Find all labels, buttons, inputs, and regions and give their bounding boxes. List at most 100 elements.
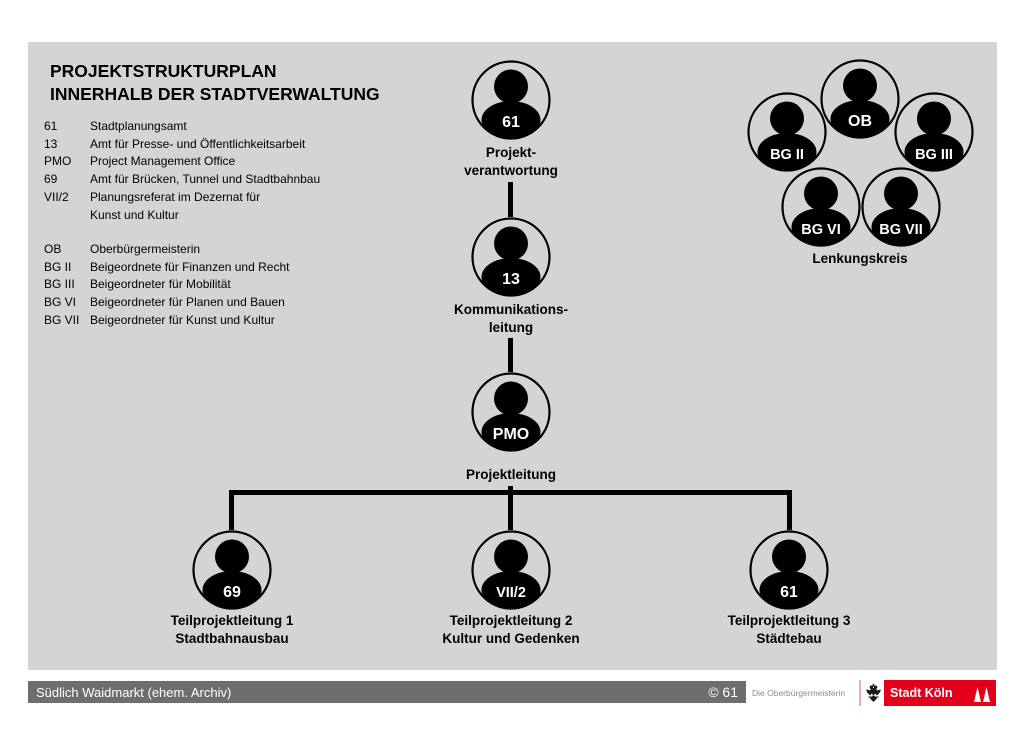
page-title-line1: PROJEKTSTRUKTURPLAN [50,61,277,81]
legend-desc: Project Management Office [90,154,236,169]
org-node-teilprojekt-2: VII/2 [471,530,551,610]
footer-project-label: Südlich Waidmarkt (ehem. Archiv) [36,684,232,700]
legend-abbr: 13 [44,136,58,151]
org-node-badge: 61 [502,114,520,131]
label-line1: Teilprojektleitung 3 [727,613,851,628]
org-node-teilprojekt-1: 69 [192,530,272,610]
person-icon [471,217,551,297]
legend-desc: Oberbürgermeisterin [90,241,201,256]
org-node-badge: BG II [770,147,804,163]
connector-verantwortung-kommunikation [508,182,513,217]
legend-desc: Planungsreferat im Dezernat für [90,190,261,205]
org-node-teilprojekt-3: 61 [749,530,829,610]
legend-abbr: VII/2 [44,190,69,205]
org-node-bg2: BG II [747,92,827,172]
org-node-bg3: BG III [894,92,974,172]
person-icon [781,167,861,247]
org-node-label-projektverantwortung: Projekt- verantwortung [411,144,611,180]
page-title-line2: INNERHALB DER STADTVERWALTUNG [50,83,380,104]
legend-abbr: OB [44,241,62,256]
label-line2: Kultur und Gedenken [442,631,580,646]
label-line2: leitung [488,320,534,335]
org-node-label-kommunikationsleitung: Kommunikations- leitung [411,301,611,337]
legend-desc: Beigeordneter für Mobilität [90,277,231,292]
org-node-badge: VII/2 [496,585,526,601]
legend-row: 13 Amt für Presse- und Öffentlichkeitsarb… [44,135,320,153]
legend-desc: Kunst und Kultur [90,207,179,222]
footer-bar: Südlich Waidmarkt (ehem. Archiv) © 61 [28,681,746,703]
cathedral-spires-icon [974,687,990,702]
legend-row: BG II Beigeordnete für Finanzen und Recht [44,258,289,276]
legend-abbr: 69 [44,172,58,187]
org-node-kommunikationsleitung: 13 [471,217,551,297]
label-line1: Projektleitung [465,467,556,482]
org-node-label-teilprojekt-3: Teilprojektleitung 3 Städtebau [669,612,909,648]
legend-desc: Amt für Presse- und Öffentlichkeitsarbei… [90,136,306,151]
org-node-ob: OB [820,59,900,139]
diagram-canvas: PROJEKTSTRUKTURPLAN INNERHALB DER STADTV… [28,42,997,670]
steering-committee-label: Lenkungskreis [760,250,960,268]
connector-drop-left [229,490,234,530]
person-icon [820,59,900,139]
label-line1: Teilprojektleitung 2 [449,613,573,628]
legend-row: PMO Project Management Office [44,153,320,171]
label-line1: Lenkungskreis [812,251,908,266]
legend-abbr: 61 [44,118,58,133]
connector-drop-right [787,490,792,530]
label-line2: verantwortung [464,163,558,178]
legend-steering-roles: OB Oberbürgermeisterin BG II Beigeordnete … [44,240,289,329]
label-line2: Stadtbahnausbau [175,631,289,646]
connector-kommunikation-projektleitung [508,338,513,372]
org-node-badge: BG VI [801,222,841,238]
logo-stripe [859,680,861,706]
org-node-badge: 13 [502,271,520,288]
org-node-badge: 69 [223,584,241,601]
label-line1: Projekt- [485,145,537,160]
org-node-label-teilprojekt-2: Teilprojektleitung 2 Kultur und Gedenken [391,612,631,648]
legend-abbr: BG II [44,259,72,274]
label-line1: Teilprojektleitung 1 [170,613,294,628]
person-icon [747,92,827,172]
legend-row: Kunst und Kultur [44,206,320,224]
connector-projektleitung-drop [508,486,513,530]
legend-abbreviations: 61 Stadtplanungsamt 13 Amt für Presse- und… [44,117,320,224]
page-title: PROJEKTSTRUKTURPLAN INNERHALB DER STADTV… [50,60,380,105]
org-node-label-projektleitung: Projektleitung [411,466,611,484]
connector-horizontal-bar [229,490,792,495]
org-node-projektleitung: PMO [471,372,551,452]
legend-desc: Beigeordnete für Finanzen und Recht [90,259,290,274]
legend-row: OB Oberbürgermeisterin [44,240,289,258]
logo-red-banner: Stadt Köln [884,680,996,706]
footer-copyright: © 61 [708,684,738,700]
org-node-bg7: BG VII [861,167,941,247]
legend-abbr: BG VII [44,313,80,328]
eagle-crest-icon [863,680,884,706]
legend-desc: Amt für Brücken, Tunnel und Stadtbahnbau [90,172,321,187]
label-line1: Kommunikations- [453,302,568,317]
person-icon [192,530,272,610]
person-icon [471,60,551,140]
legend-row: 69 Amt für Brücken, Tunnel und Stadtbahnb… [44,170,320,188]
person-icon [471,530,551,610]
legend-desc: Beigeordneter für Planen und Bauen [90,295,285,310]
org-node-bg6: BG VI [781,167,861,247]
legend-abbr: PMO [44,154,72,169]
org-node-badge: BG III [915,147,953,163]
legend-row: BG VII Beigeordneter für Kunst und Kultur [44,311,289,329]
org-node-badge: PMO [492,426,530,443]
org-node-badge: OB [848,113,872,130]
legend-desc: Beigeordneter für Kunst und Kultur [90,313,275,328]
legend-row: 61 Stadtplanungsamt [44,117,320,135]
stadt-koeln-logo: Stadt Köln [859,680,996,706]
legend-row: VII/2 Planungsreferat im Dezernat für [44,188,320,206]
org-node-projektverantwortung: 61 [471,60,551,140]
org-node-badge: BG VII [879,222,923,238]
legend-desc: Stadtplanungsamt [90,118,187,133]
label-line2: Städtebau [756,631,822,646]
person-icon [894,92,974,172]
org-node-badge: 61 [780,584,798,601]
org-node-label-teilprojekt-1: Teilprojektleitung 1 Stadtbahnausbau [112,612,352,648]
